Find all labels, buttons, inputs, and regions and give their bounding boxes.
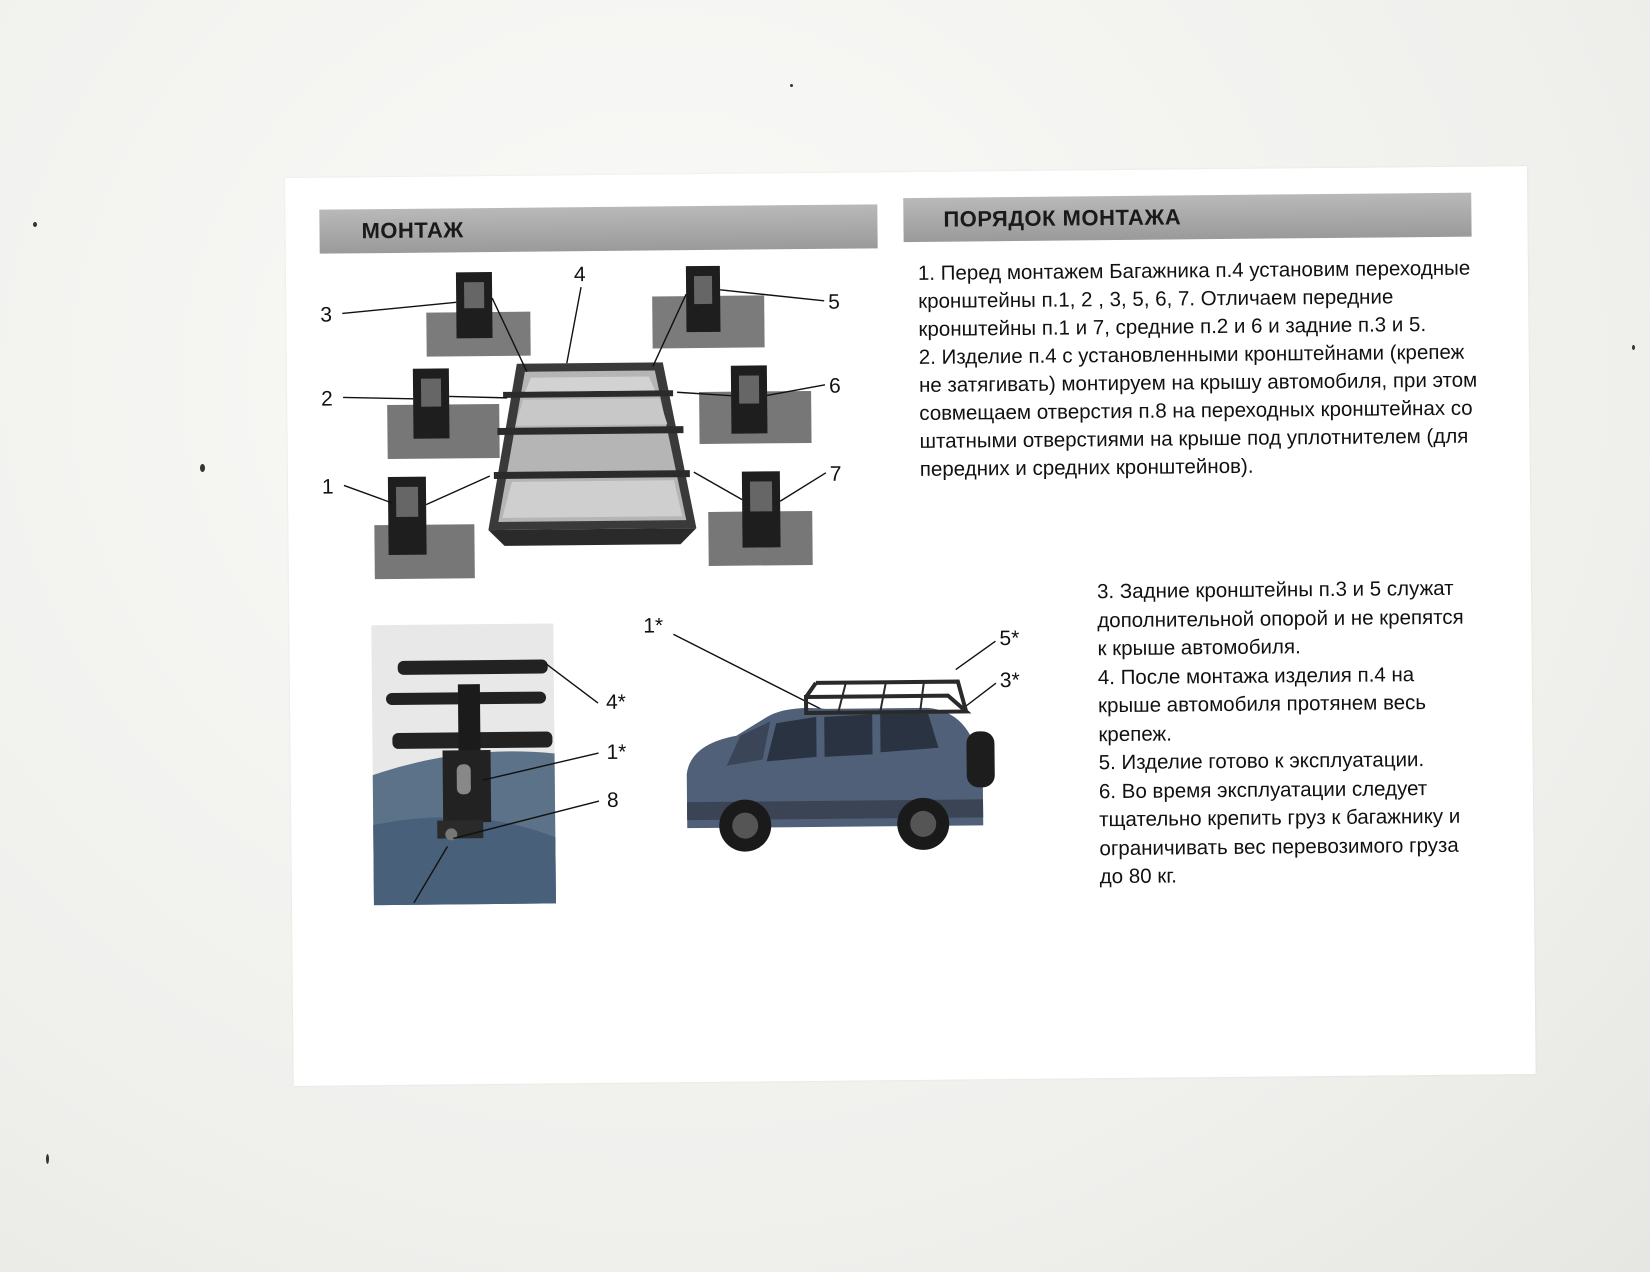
bracket-detail-diagram: 4* 1* 8 bbox=[371, 623, 626, 906]
steps-block-1: 1. Перед монтажем Багажника п.4 установи… bbox=[918, 255, 1480, 484]
scan-speck bbox=[1632, 345, 1635, 350]
bracket-5-photo bbox=[652, 265, 765, 349]
label-7: 7 bbox=[830, 463, 842, 486]
scan-speck bbox=[790, 84, 793, 87]
step-1: 1. Перед монтажем Багажника п.4 установи… bbox=[917, 256, 1471, 341]
label-8: 8 bbox=[607, 789, 619, 812]
step-2: 2. Изделие п.4 с установленными кронштей… bbox=[918, 340, 1478, 481]
header-poryadok: ПОРЯДОК МОНТАЖА bbox=[903, 192, 1472, 243]
label-4star: 4* bbox=[606, 691, 626, 714]
bracket-7-photo bbox=[708, 471, 813, 566]
car-with-rack-diagram: 1* 5* 3* bbox=[643, 614, 1020, 852]
bracket-3-photo bbox=[426, 272, 531, 357]
step-3: 3. Задние кронштейны п.3 и 5 служат допо… bbox=[1096, 576, 1464, 661]
leader-lines-detail bbox=[413, 662, 600, 904]
label-3: 3 bbox=[320, 304, 332, 327]
header-montazh-text: МОНТАЖ bbox=[361, 217, 464, 244]
step-4: 4. После монтажа изделия п.4 на крыше ав… bbox=[1097, 662, 1427, 746]
label-1: 1 bbox=[322, 476, 334, 499]
scan-speck bbox=[46, 1154, 49, 1164]
car-photo bbox=[686, 679, 995, 852]
instruction-sheet: МОНТАЖ ПОРЯДОК МОНТАЖА bbox=[285, 166, 1536, 1086]
header-montazh: МОНТАЖ bbox=[319, 204, 878, 254]
step-5: 5. Изделие готово к эксплуатации. bbox=[1098, 748, 1425, 775]
step-6: 6. Во время эксплуатации следует тщатель… bbox=[1098, 776, 1461, 889]
bracket-6-photo bbox=[699, 365, 812, 445]
roof-rack-photo bbox=[488, 362, 697, 546]
label-5star: 5* bbox=[999, 627, 1019, 650]
label-4: 4 bbox=[574, 263, 586, 286]
bracket-detail-photo bbox=[371, 623, 556, 906]
leader-lines-car bbox=[673, 633, 997, 718]
label-5: 5 bbox=[828, 291, 840, 314]
label-6: 6 bbox=[829, 375, 841, 398]
scan-speck bbox=[33, 222, 37, 227]
bracket-2-photo bbox=[387, 368, 500, 460]
scan-speck bbox=[200, 464, 205, 472]
label-3star: 3* bbox=[1000, 669, 1020, 692]
label-1star-detail: 1* bbox=[606, 741, 626, 764]
label-1star-car: 1* bbox=[643, 614, 663, 637]
header-poryadok-text: ПОРЯДОК МОНТАЖА bbox=[943, 204, 1182, 232]
rack-brackets-diagram: 3 2 1 4 5 6 7 bbox=[320, 263, 842, 580]
leader-lines-top bbox=[342, 287, 827, 506]
steps-block-2: 3. Задние кронштейны п.3 и 5 служат допо… bbox=[1097, 575, 1480, 892]
label-2: 2 bbox=[321, 388, 333, 411]
bracket-1-photo bbox=[374, 476, 475, 580]
